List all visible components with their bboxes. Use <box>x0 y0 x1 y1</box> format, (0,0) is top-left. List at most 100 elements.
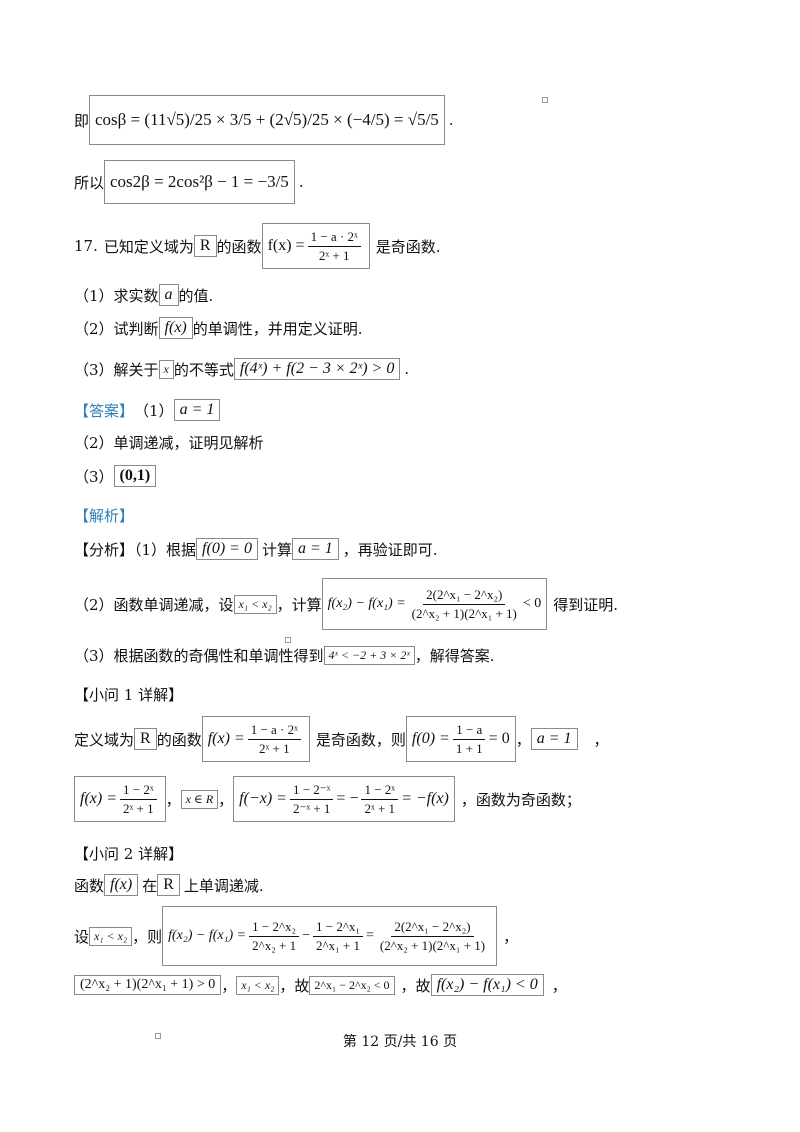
sub-2-tag-line: 【小问 2 详解】 <box>74 843 183 864</box>
fraction: 1 − a 1 + 1 <box>453 722 486 757</box>
question-number: 17. <box>74 237 98 255</box>
denominator: (2^x₂ + 1)(2^x₁ + 1) <box>411 605 517 621</box>
inequality-result: 4ˣ < −2 + 3 × 2ˣ <box>323 646 415 665</box>
x-cond: x₁ < x₂ <box>89 926 133 946</box>
text: 已知定义域为 <box>103 237 194 256</box>
text: ，计算 <box>276 595 322 614</box>
corner-mark <box>542 97 548 103</box>
text: 得到证明. <box>553 595 619 614</box>
analysis-tag-line: 【解析】 <box>74 505 134 526</box>
text: ，函数为奇函数； <box>460 790 581 809</box>
text: 的不等式 <box>173 360 234 379</box>
text: 所以 <box>74 173 105 192</box>
fraction: 1 − 2^x₁ 2^x₁ + 1 <box>312 919 363 954</box>
sub-2-line-a: 函数 f(x) 在 R 上单调递减. <box>74 874 264 896</box>
text: ， <box>221 976 237 995</box>
numerator: 1 − 2^x₂ <box>249 919 300 937</box>
text: 定义域为 <box>74 730 135 749</box>
answer-1: 【答案】 （1） a = 1 <box>74 399 221 421</box>
fraction: 1 − 2ˣ 2ˣ + 1 <box>361 782 399 817</box>
x-cond: x₁ < x₂ <box>233 594 277 614</box>
sub-1-tag: 【小问 1 详解】 <box>74 686 184 704</box>
minus: − <box>302 928 310 943</box>
text: ， <box>165 790 181 809</box>
text: . <box>298 173 304 191</box>
numerator: 1 − 2^x₁ <box>312 919 363 937</box>
numerator: 2(2^x₁ − 2^x₂) <box>391 919 474 937</box>
lhs: f(x₂) − f(x₁) = <box>327 596 406 611</box>
analysis-3: （3）根据函数的奇偶性和单调性得到 4ˣ < −2 + 3 × 2ˣ ，解得答案… <box>74 645 495 666</box>
numerator: 1 − a · 2ˣ <box>247 722 301 740</box>
analysis-2: （2）函数单调递减，设 x₁ < x₂ ，计算 f(x₂) − f(x₁) = … <box>74 578 618 630</box>
domain-R: R <box>134 728 157 750</box>
denominator: 2ˣ + 1 <box>364 800 396 816</box>
numerator: 2(2^x₁ − 2^x₂) <box>423 587 506 605</box>
question-17: 17. 已知定义域为 R 的函数 f(x) = 1 − a · 2ˣ 2ˣ + … <box>74 223 441 269</box>
denominator: (2^x₂ + 1)(2^x₁ + 1) <box>379 937 486 953</box>
var-a: a <box>158 284 179 306</box>
analysis-tag: 【解析】 <box>74 507 135 525</box>
fraction: 1 − 2ˣ 2ˣ + 1 <box>120 782 157 817</box>
text: ， <box>218 790 234 809</box>
text: ， <box>515 730 531 749</box>
text: 设 <box>74 927 90 946</box>
text: 是奇函数，则 <box>315 730 406 749</box>
x-cond: x₁ < x₂ <box>236 975 280 995</box>
sub-1-line-a: 定义域为 R 的函数 f(x) = 1 − a · 2ˣ 2ˣ + 1 是奇函数… <box>74 716 609 762</box>
text: 在 <box>142 876 158 895</box>
numerator: 1 − a <box>453 722 486 740</box>
answer-3: （3） (0,1) <box>74 465 157 487</box>
sub-2-line-b: 设 x₁ < x₂ ，则 f(x₂) − f(x₁) = 1 − 2^x₂ 2^… <box>74 906 518 966</box>
text: 的值. <box>178 286 214 305</box>
product-positive: (2^x₂ + 1)(2^x₁ + 1) > 0 <box>74 975 222 995</box>
numerator: 1 − 2ˣ <box>361 782 399 800</box>
text: 是奇函数. <box>375 237 441 256</box>
answer-value: a = 1 <box>173 399 221 421</box>
answer-2: （2）单调递减，证明见解析 <box>74 432 264 453</box>
difference-derivation: f(x₂) − f(x₁) = 1 − 2^x₂ 2^x₂ + 1 − 1 − … <box>162 906 498 966</box>
eq-zero: = 0 <box>488 730 510 747</box>
text: ，解得答案. <box>414 647 495 665</box>
minus: = − <box>336 790 359 807</box>
a-eq: a = 1 <box>291 538 339 560</box>
numerator: 1 − 2ˣ <box>120 782 157 800</box>
text: 即 <box>74 111 90 130</box>
fx-label: f(x) = <box>80 790 117 807</box>
corner-mark <box>285 637 291 643</box>
text: ， <box>593 730 609 749</box>
cos-beta-line: 即 cosβ = (11√5)/25 × 3/5 + (2√5)/25 × (−… <box>74 95 454 145</box>
sub-2-line-c: (2^x₂ + 1)(2^x₁ + 1) > 0 ， x₁ < x₂ ，故 2^… <box>74 974 567 996</box>
part-2: （2）试判断 f(x) 的单调性，并用定义证明. <box>74 317 363 339</box>
difference-formula: f(x₂) − f(x₁) = 2(2^x₁ − 2^x₂) (2^x₂ + 1… <box>321 578 548 630</box>
result: = −f(x) <box>401 790 449 807</box>
corner-mark <box>155 1033 161 1039</box>
numerator: 1 − a · 2ˣ <box>307 229 361 247</box>
fx-symbol: f(x) <box>104 874 139 896</box>
f0-label: f(0) = <box>411 730 450 747</box>
fx-simplified: f(x) = 1 − 2ˣ 2ˣ + 1 <box>74 776 166 822</box>
page-footer: 第 12 页/共 16 页 <box>342 1034 458 1050</box>
text: . <box>448 111 454 129</box>
text: 的函数 <box>216 237 262 256</box>
text: ，故 <box>279 976 310 995</box>
domain-R: R <box>193 235 217 257</box>
fraction: 2(2^x₁ − 2^x₂) (2^x₂ + 1)(2^x₁ + 1) <box>409 587 520 622</box>
text: （1）求实数 <box>74 286 159 305</box>
denominator: 2⁻ˣ + 1 <box>292 800 331 816</box>
f0-eq: f(0) = 0 <box>196 538 258 560</box>
text: 计算 <box>261 540 292 559</box>
text: （2）单调递减，证明见解析 <box>74 434 264 452</box>
fraction: 1 − a · 2ˣ 2ˣ + 1 <box>247 722 301 757</box>
cos2-beta-line: 所以 cos2β = 2cos²β − 1 = −3/5 . <box>74 160 304 204</box>
part-3: （3）解关于 x 的不等式 f(4ˣ) + f(2 − 3 × 2ˣ) > 0 … <box>74 358 409 380</box>
fraction: 2(2^x₁ − 2^x₂) (2^x₂ + 1)(2^x₁ + 1) <box>377 919 488 954</box>
fx-symbol: f(x) <box>158 317 193 339</box>
text: （3）解关于 <box>74 360 159 379</box>
text: 【分析】（1）根据 <box>74 540 197 559</box>
fmx-label: f(−x) = <box>239 790 287 807</box>
sub-1-tag-line: 【小问 1 详解】 <box>74 684 183 705</box>
part-1: （1）求实数 a 的值. <box>74 284 213 306</box>
text: （3）根据函数的奇偶性和单调性得到 <box>74 647 324 665</box>
denominator: 2ˣ + 1 <box>259 740 290 756</box>
denominator: 2ˣ + 1 <box>318 247 350 263</box>
